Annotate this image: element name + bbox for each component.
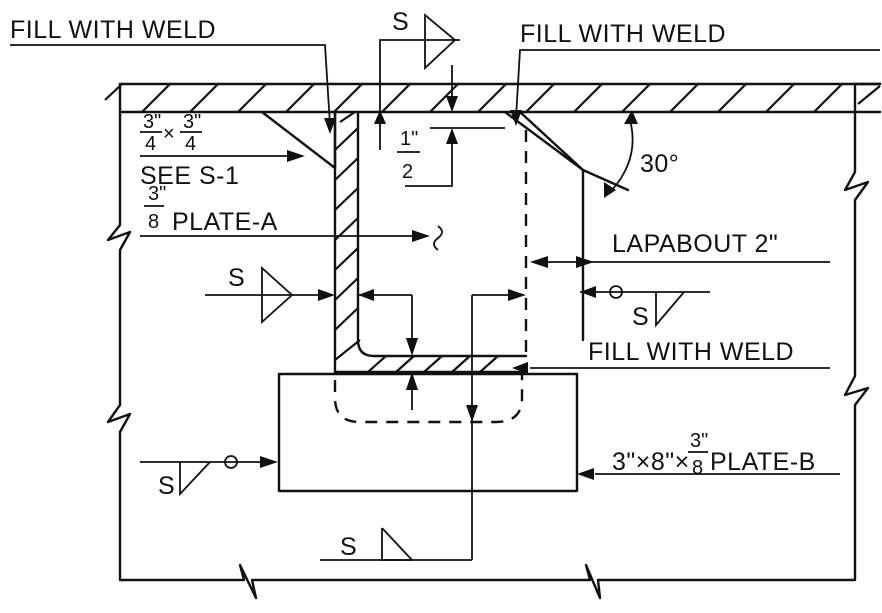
plate-b-prefix: 3"×8"× [612,448,690,476]
see-ref-label: SEE S-1 [140,162,239,190]
plate-a-outline [503,110,585,360]
fill-weld-middle-label: FILL WITH WELD [588,338,794,366]
angle-30: 30° [581,110,679,198]
angle-times: × [163,123,175,145]
top-weld-symbol: S [374,8,460,150]
half-dimension: 1" 2 [397,65,505,187]
plate-b-den: 8 [692,457,703,479]
angle-vertical-leg [333,110,528,374]
left-weld-symbol: S [205,264,418,410]
right-weld-symbol: S [580,285,710,331]
top-weld-s: S [392,8,409,36]
half-num: 1" [400,128,418,150]
plate-a-label: 3" 8 PLATE-A [140,183,443,251]
fill-weld-top-left: FILL WITH WELD [10,16,336,134]
plate-b [277,372,579,493]
bottom-weld-s: S [340,533,357,561]
plate-b-left-weld-symbol: S [140,455,278,500]
angle-den2: 4 [185,133,196,155]
plate-b-text: PLATE-B [710,448,816,476]
angle-horizontal-leg [333,355,528,374]
lap-label: LAPABOUT 2" [530,230,830,268]
bottom-dashed-weld [333,372,524,424]
angle-den: 4 [145,133,156,155]
angle-label: 3" 4 × 3" 4 SEE S-1 [140,111,305,190]
center-leader [466,289,526,560]
fill-weld-middle: FILL WITH WELD [512,338,830,374]
plate-b-num: 3" [690,430,708,452]
top-plate [104,82,882,114]
right-weld-s: S [632,303,649,331]
half-den: 2 [402,161,413,183]
plate-a-den: 8 [148,211,159,233]
left-weld-s: S [228,264,245,292]
fill-weld-top-right-label: FILL WITH WELD [520,20,726,48]
fill-weld-top-right: FILL WITH WELD [510,20,880,126]
fill-weld-top-left-label: FILL WITH WELD [10,16,216,44]
angle-num: 3" [143,111,161,133]
left-fillet-weld [260,110,337,170]
plate-b-left-s: S [158,472,175,500]
angle-30-label: 30° [640,150,679,178]
plate-a-text: PLATE-A [172,208,278,236]
plate-a-num: 3" [148,183,166,205]
lap-text: LAPABOUT 2" [612,230,778,258]
angle-num2: 3" [183,111,201,133]
plate-b-label: 3"×8"× 3" 8 PLATE-B [577,430,840,480]
bottom-weld-symbol: S [320,527,472,561]
